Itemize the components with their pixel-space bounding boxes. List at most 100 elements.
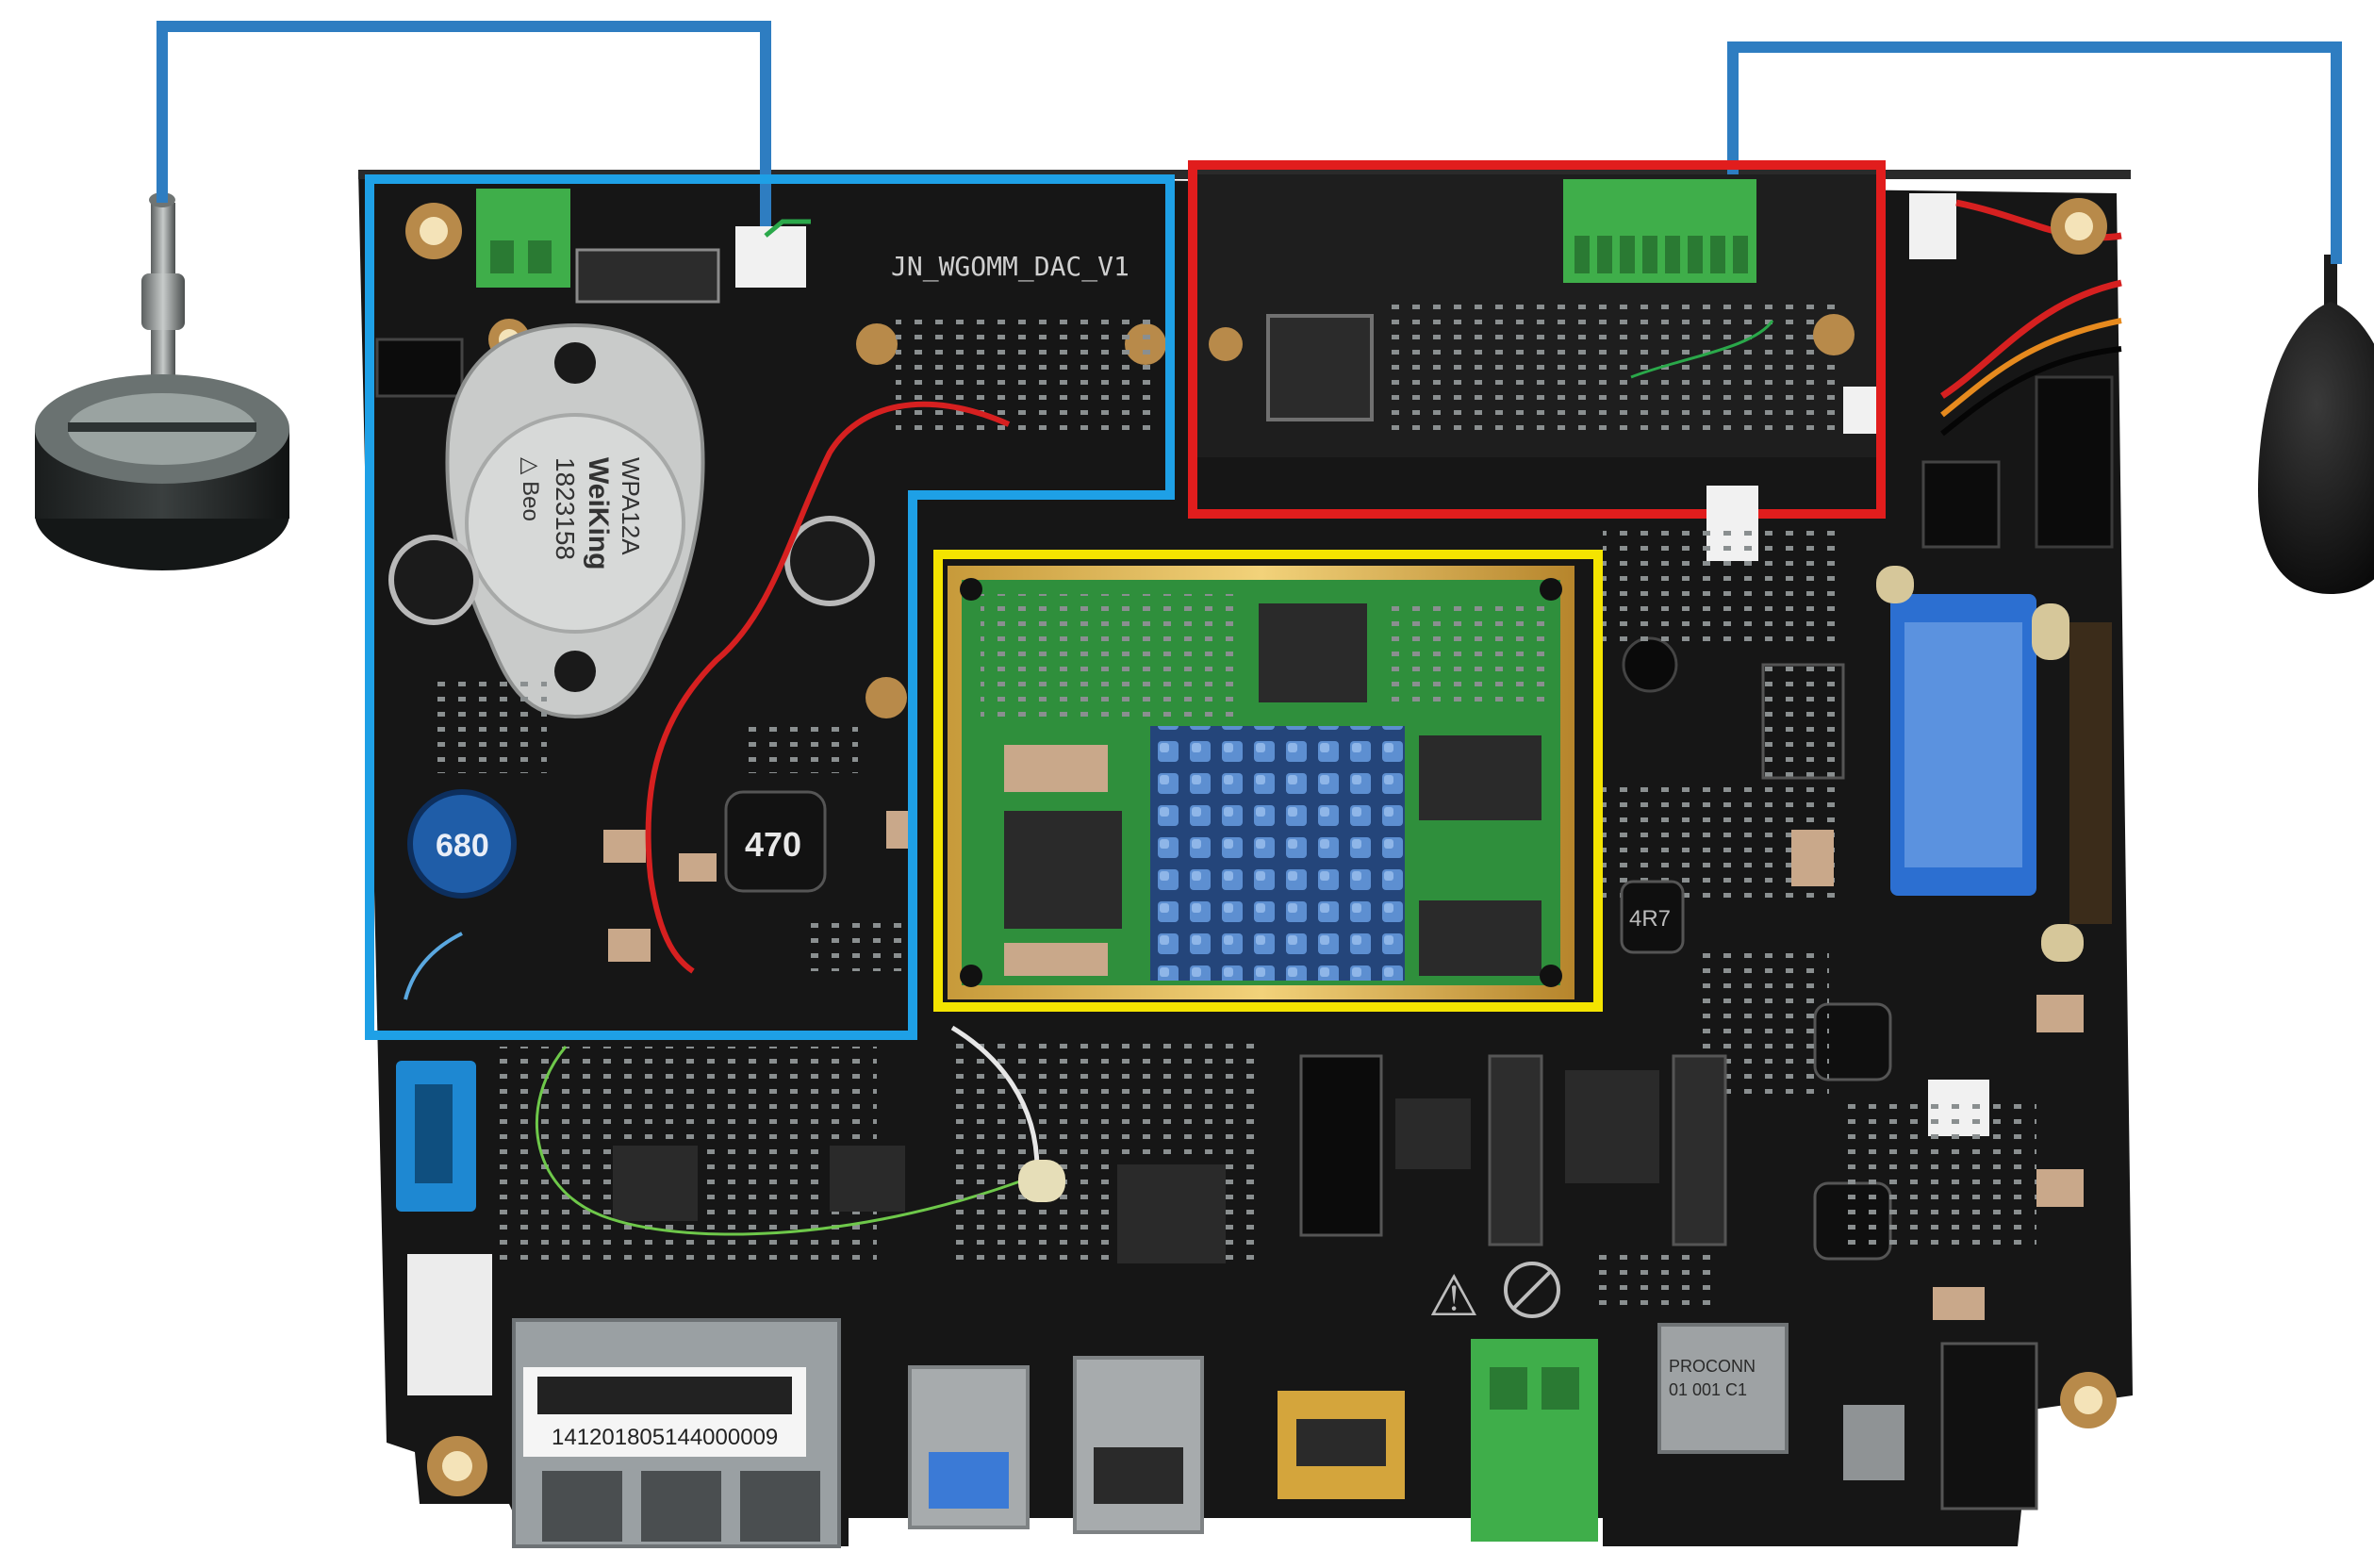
hdmi-port-inner xyxy=(1296,1419,1386,1466)
smd-array xyxy=(896,311,1150,434)
weight-probe xyxy=(35,192,289,570)
sd-slot-line-2: 01 001 C1 xyxy=(1669,1380,1747,1399)
processor-chip xyxy=(1004,811,1122,929)
white-wire xyxy=(950,1025,1040,1170)
core-module-section xyxy=(933,550,1603,1012)
module-mount-hole xyxy=(1540,965,1562,987)
barcode-number: 141201805144000009 xyxy=(552,1425,778,1450)
smd-capacitor xyxy=(2036,1169,2084,1207)
smd-capacitor xyxy=(679,853,717,882)
electrolytic-capacitor xyxy=(784,516,875,606)
screw-hole-center xyxy=(2065,212,2093,240)
green-terminal-8pin[interactable] xyxy=(1563,179,1756,283)
blue-inductor-label: 680 xyxy=(436,828,489,864)
screw-hole xyxy=(866,677,907,718)
barcode-bars xyxy=(537,1377,792,1414)
white-connector[interactable] xyxy=(1843,387,1881,434)
smd-array xyxy=(811,915,905,971)
transistor-mount-hole xyxy=(554,342,596,384)
smd-array xyxy=(981,594,1245,717)
module-mount-hole xyxy=(960,965,982,987)
white-connector[interactable] xyxy=(1909,193,1956,259)
black-connector xyxy=(1921,460,2001,549)
pin-header xyxy=(2035,375,2114,549)
no-pb-icon xyxy=(1504,1262,1560,1318)
sensor-body xyxy=(2258,302,2374,594)
terminal-slot xyxy=(490,240,514,273)
probe-slot xyxy=(68,422,256,432)
no-pb-icon-slash xyxy=(1511,1269,1553,1311)
relay xyxy=(1488,1054,1543,1246)
white-connector[interactable] xyxy=(735,226,806,288)
smd-array xyxy=(1386,603,1546,707)
board-silkscreen-title: JN_WGOMM_DAC_V1 xyxy=(891,251,1129,283)
terminal-slot xyxy=(1541,1367,1579,1410)
power-dac-section: JN_WGOMM_DAC_V1 WPA12A WeiKing 1823158 △… xyxy=(365,174,1175,1040)
transistor-can xyxy=(465,413,685,634)
transistor-mount-hole xyxy=(554,651,596,692)
transistor-line-4: △ Beo xyxy=(518,457,543,521)
memory-chip xyxy=(1419,900,1541,976)
cable-left xyxy=(157,21,771,236)
white-power-connector[interactable] xyxy=(407,1254,492,1395)
memory-chip xyxy=(1419,735,1541,820)
smd-capacitor xyxy=(1933,1287,1985,1320)
controller-chip xyxy=(613,1146,698,1221)
rj45-port[interactable] xyxy=(542,1471,622,1542)
level-sensor xyxy=(2258,255,2374,594)
screw-hole xyxy=(1209,327,1243,361)
screw-hole xyxy=(1813,314,1855,355)
relay xyxy=(1672,1054,1727,1246)
adc-chip xyxy=(1266,314,1374,421)
triangle-warning-icon: ⚠ xyxy=(1428,1264,1479,1328)
smd-capacitor xyxy=(2036,995,2084,1032)
tact-switch[interactable] xyxy=(1843,1405,1904,1480)
sata-connector-slot xyxy=(415,1084,453,1183)
dip-switch xyxy=(1761,663,1845,780)
screw-hole-center xyxy=(442,1451,472,1481)
terminal-pins xyxy=(1574,236,1748,273)
dc-barrel-jack[interactable] xyxy=(1940,1342,2038,1510)
glue-blob xyxy=(1876,566,1914,603)
heatsink xyxy=(1150,726,1405,981)
acquisition-section xyxy=(1188,160,1886,519)
rj45-port[interactable] xyxy=(641,1471,721,1542)
rj45-port[interactable] xyxy=(740,1471,820,1542)
transistor-line-1: WPA12A xyxy=(617,457,645,555)
probe-collar xyxy=(141,273,185,330)
power-transistor: WPA12A WeiKing 1823158 △ Beo xyxy=(445,322,705,719)
orange-wire xyxy=(1940,318,2122,418)
transistor-line-3: 1823158 xyxy=(551,457,580,560)
smd-array xyxy=(1848,1094,2036,1254)
glue-blob xyxy=(2032,603,2069,660)
smd-ic xyxy=(1395,1098,1471,1169)
red-green-wire xyxy=(764,219,811,238)
inductor-side-label: 4R7 xyxy=(1629,906,1671,932)
mainboard-components: 4R7 xyxy=(1603,528,2084,1320)
terminal-slot xyxy=(1490,1367,1527,1410)
green-jumper-wire xyxy=(1630,320,1774,379)
electrolytic-capacitor xyxy=(388,535,479,625)
smd-array xyxy=(1386,302,1838,434)
buzzer xyxy=(1622,636,1678,693)
region-outline-yellow xyxy=(933,550,1603,1012)
usb2-port[interactable] xyxy=(1073,1356,1204,1534)
box-header[interactable] xyxy=(1299,1054,1383,1237)
sd-slot-line-1: PROCONN xyxy=(1669,1357,1756,1376)
cable-right xyxy=(1727,41,2342,264)
region-outline-blue xyxy=(365,174,1175,1040)
screw-hole-center xyxy=(420,217,448,245)
blue-inductor xyxy=(407,789,517,899)
lower-right-section: PROCONN 01 001 C1 xyxy=(1593,1254,2117,1510)
black-connector xyxy=(375,338,464,398)
shielded-inductor xyxy=(724,790,827,893)
sd-card-slot[interactable] xyxy=(1657,1323,1789,1454)
usb3-port-tongue xyxy=(929,1452,1009,1509)
usb2-port-tongue xyxy=(1094,1447,1183,1504)
smd-array xyxy=(434,679,547,773)
screw-hole-center xyxy=(2074,1386,2102,1414)
glue-blob xyxy=(2041,924,2084,962)
memory-chip xyxy=(1259,603,1367,702)
lower-middle-section: ⚠ xyxy=(908,1025,1727,1542)
